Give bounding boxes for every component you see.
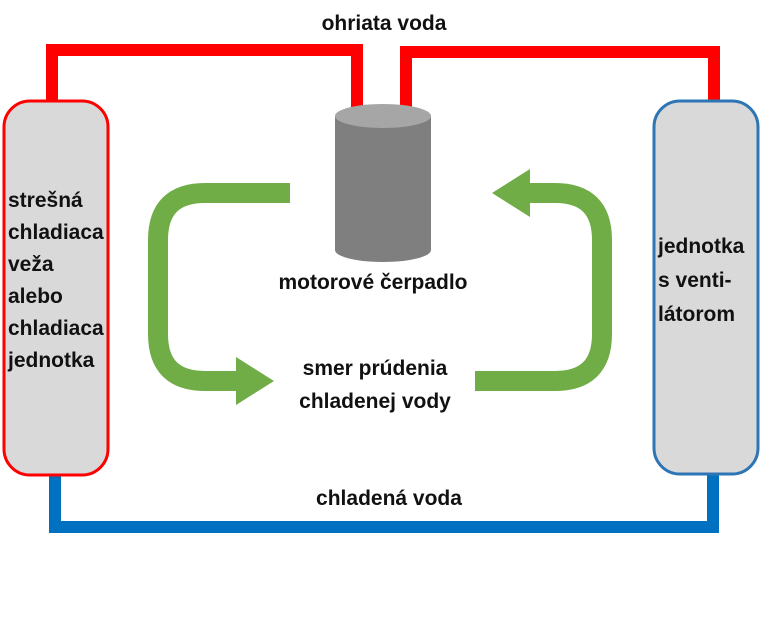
flow-arrowhead-right xyxy=(492,169,530,217)
cooling-tower-label-line: chladiaca xyxy=(8,317,104,340)
fan-unit-label-line: s venti- xyxy=(658,269,732,292)
cold-water-pipe xyxy=(49,473,719,533)
cooling-tower-label-line: veža xyxy=(8,253,54,276)
hot-water-pipe-right xyxy=(400,46,720,108)
flow-arrow-left xyxy=(148,183,290,391)
cooling-tower-label-line: alebo xyxy=(8,285,63,308)
cold-water-label: chladená voda xyxy=(316,487,462,510)
pump-label: motorové čerpadlo xyxy=(278,271,467,294)
cooling-tower-label-line: chladiaca xyxy=(8,221,104,244)
flow-arrow-right xyxy=(475,183,612,391)
flow-direction-label-line2: chladenej vody xyxy=(299,390,451,413)
fan-unit-label-line: jednotka xyxy=(657,235,745,258)
cooling-tower-label-line: jednotka xyxy=(7,349,95,372)
cooling-tower-label: strešná chladiaca veža alebo chladiaca j… xyxy=(7,189,104,372)
fan-coil-unit xyxy=(652,99,760,476)
flow-direction-label-line1: smer prúdenia xyxy=(303,357,448,380)
fan-unit-label-line: látorom xyxy=(658,303,735,326)
hot-water-pipe-left xyxy=(46,44,363,110)
flow-arrowhead-left xyxy=(236,357,274,405)
pump-icon xyxy=(335,104,431,262)
cooling-tower-unit xyxy=(2,99,110,477)
hot-water-label: ohriata voda xyxy=(322,12,447,35)
cooling-tower-label-line: strešná xyxy=(8,189,83,212)
fan-unit-label: jednotka s venti- látorom xyxy=(657,235,745,326)
